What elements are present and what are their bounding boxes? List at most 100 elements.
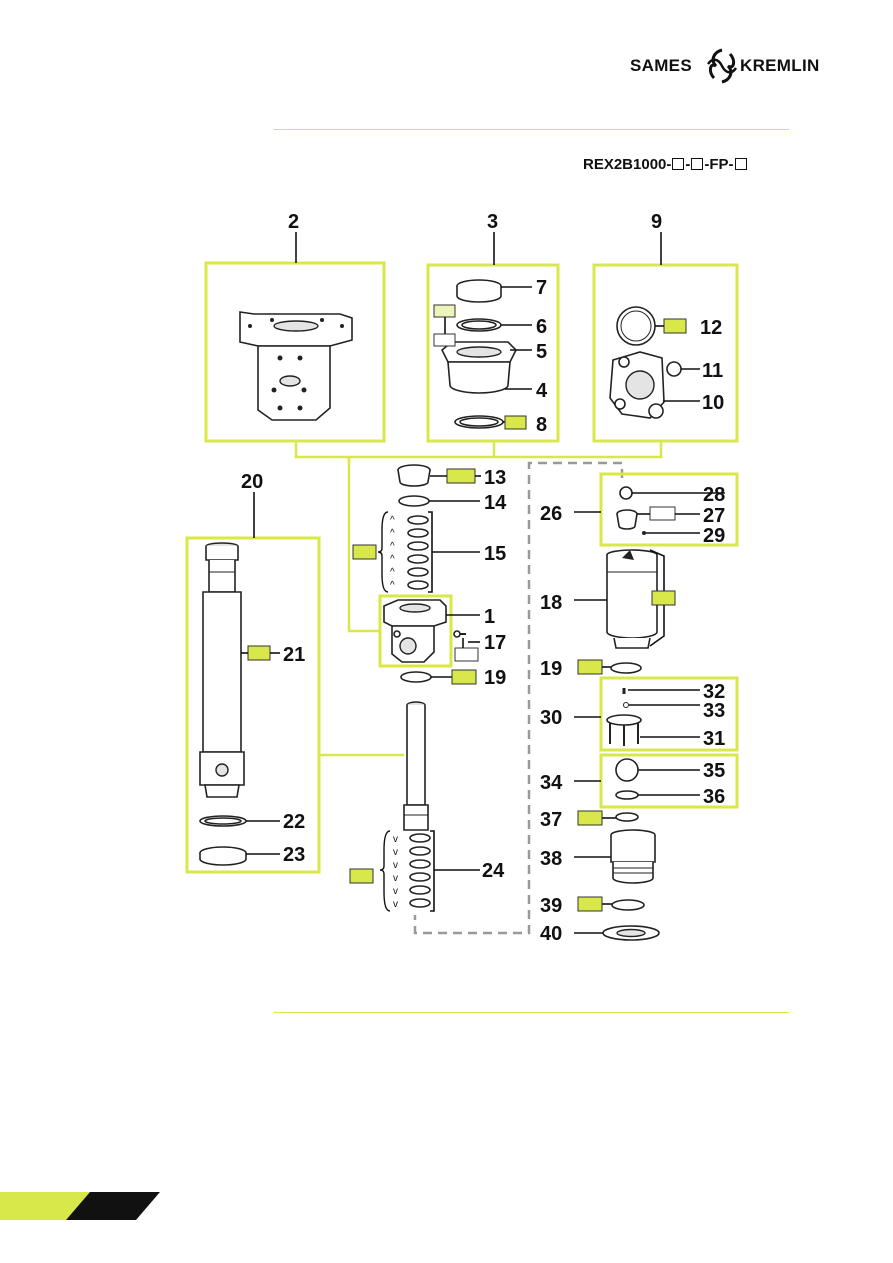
option-box-8 [504, 415, 527, 430]
option-box-12 [663, 318, 687, 334]
label-13: 13 [484, 467, 506, 489]
pump-body-1 [383, 599, 447, 663]
option-box-24 [349, 868, 374, 884]
reference-blank-2 [691, 158, 704, 170]
label-27: 27 [703, 505, 725, 527]
option-box-19-left [451, 669, 477, 685]
oring-19-left [400, 671, 432, 683]
label-6: 6 [536, 316, 547, 338]
oring-37 [615, 812, 639, 822]
seat-27 [616, 509, 638, 530]
label-3: 3 [487, 211, 498, 233]
group-1-frame [378, 594, 453, 668]
label-15: 15 [484, 543, 506, 565]
option-box-19-right [577, 659, 603, 675]
footer-accent-band [0, 1192, 160, 1220]
cylinder-21 [199, 542, 245, 798]
label-33: 33 [703, 700, 725, 722]
group-30-frame [599, 676, 739, 752]
svg-text:v: v [393, 860, 398, 871]
label-17: 17 [484, 632, 506, 654]
oring-22-inner [204, 817, 242, 825]
label-39: 39 [540, 895, 562, 917]
seal-holder-parts [440, 279, 517, 429]
option-box-17 [454, 647, 479, 662]
packing-stack-24: v v v v v v [379, 830, 435, 912]
pin-17 [453, 630, 466, 638]
group-2-frame [204, 261, 386, 443]
label-12: 12 [700, 317, 722, 339]
option-box-6 [433, 304, 456, 318]
label-26: 26 [540, 503, 562, 525]
bracket-part [239, 311, 353, 421]
label-8: 8 [536, 414, 547, 436]
ball-35 [615, 758, 639, 782]
logo-swirl-icon [706, 48, 738, 84]
label-20: 20 [241, 471, 263, 493]
label-18: 18 [540, 592, 562, 614]
ring-33 [623, 702, 629, 708]
plate-40 [602, 925, 660, 941]
option-box-18 [651, 590, 676, 606]
reference-code: REX2B1000---FP- [583, 156, 748, 173]
plug-13 [397, 464, 431, 487]
option-box-27 [649, 506, 676, 521]
oring-39 [611, 899, 645, 911]
oring-14 [398, 495, 430, 507]
label-38: 38 [540, 848, 562, 870]
label-29: 29 [703, 525, 725, 547]
svg-text:^: ^ [390, 554, 395, 565]
label-37: 37 [540, 809, 562, 831]
housing-38 [610, 829, 656, 884]
option-box-21 [247, 645, 271, 661]
body-connector [347, 457, 380, 633]
label-35: 35 [703, 760, 725, 782]
group-9-frame [592, 263, 739, 443]
label-32: 32 [703, 681, 725, 703]
logo-text-left: SAMES [630, 56, 692, 75]
seat-36 [615, 790, 639, 800]
reference-blank-3 [734, 158, 747, 170]
label-28: 28 [703, 484, 725, 506]
option-box-5 [433, 333, 456, 347]
label-1: 1 [484, 606, 495, 628]
label-22: 22 [283, 811, 305, 833]
svg-text:v: v [393, 886, 398, 897]
reference-blank-1 [672, 158, 685, 170]
option-box-15 [352, 544, 377, 560]
label-2: 2 [288, 211, 299, 233]
plunger-rod [403, 701, 429, 831]
label-10: 10 [702, 392, 724, 414]
label-19-left: 19 [484, 667, 506, 689]
label-36: 36 [703, 786, 725, 808]
option-box-37 [577, 810, 603, 826]
svg-text:v: v [393, 834, 398, 845]
svg-text:^: ^ [390, 515, 395, 526]
dashed-assembly-line [413, 461, 624, 935]
ball-28 [619, 486, 633, 500]
group-3-frame [426, 263, 560, 443]
label-23: 23 [283, 844, 305, 866]
logo-text-right: KREMLIN [740, 56, 820, 75]
label-24: 24 [482, 860, 505, 882]
label-5: 5 [536, 341, 547, 363]
label-4: 4 [536, 380, 548, 402]
svg-text:^: ^ [390, 528, 395, 539]
top-divider [274, 129, 789, 130]
sames-kremlin-logo: SAMES KREMLIN [626, 46, 826, 86]
label-40: 40 [540, 923, 562, 945]
label-14: 14 [484, 492, 507, 514]
option-box-39 [577, 896, 603, 912]
svg-text:^: ^ [390, 580, 395, 591]
label-7: 7 [536, 277, 547, 299]
label-30: 30 [540, 707, 562, 729]
reference-sep-2: -FP- [704, 156, 734, 173]
svg-text:v: v [393, 899, 398, 910]
svg-text:^: ^ [390, 541, 395, 552]
reference-sep-1: - [685, 156, 691, 173]
oring-19-right [610, 662, 642, 674]
option-box-13 [446, 468, 476, 484]
svg-text:v: v [393, 847, 398, 858]
top-groups-connector [294, 441, 663, 459]
